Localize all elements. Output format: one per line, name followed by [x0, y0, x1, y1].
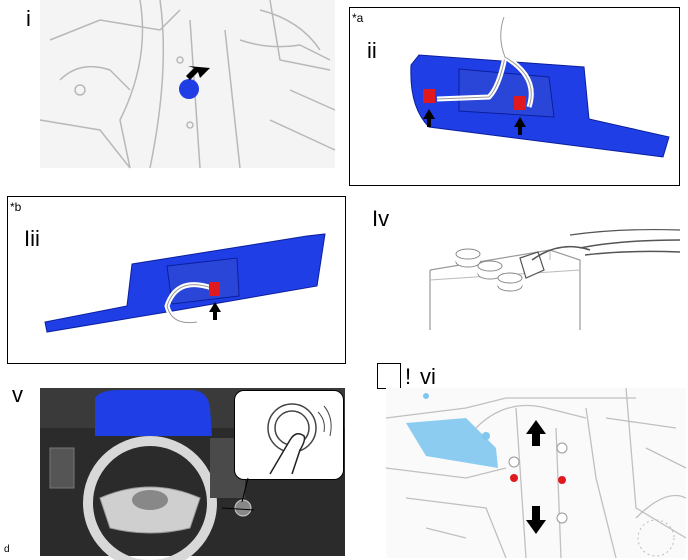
arrow-icon [514, 117, 526, 135]
panel-v-callout-illustration [221, 403, 332, 511]
panel-vi-trim-highlight [406, 418, 498, 468]
step-label-v: v [12, 382, 23, 407]
panel-vi-illustration [385, 387, 687, 559]
panel-iv-illustration [429, 228, 681, 330]
arrow-icon [186, 66, 210, 80]
panel-ii-illustration [410, 16, 670, 158]
empty-checkbox [377, 363, 401, 389]
step-label-iii: Iii [24, 226, 40, 251]
arrow-down-icon [526, 506, 546, 534]
panel-ii-frame [349, 7, 680, 186]
arrow-icon [209, 302, 221, 320]
panel-ii-clip-right [514, 96, 526, 110]
callout-leader-line [241, 477, 249, 503]
step-label-i: i [26, 6, 31, 31]
arrow-icon [423, 109, 435, 127]
footer-mark: d [4, 544, 10, 555]
callout-tag-a: *a [352, 11, 364, 25]
arrow-up-icon [526, 420, 546, 446]
callout-tag-b: *b [10, 200, 22, 214]
step-label-vi: vi [420, 364, 436, 389]
panel-i-illustration [39, 0, 336, 169]
exclaim-mark: ! [405, 364, 412, 389]
step-label-iv: Iv [372, 206, 390, 231]
panel-vi-clip [558, 476, 566, 484]
panel-ii-clip-left [423, 89, 435, 103]
step-label-ii: ii [367, 38, 377, 63]
panel-iii-clip [209, 282, 220, 296]
panel-vi-clip [510, 474, 518, 482]
panel-v-meter-hood [95, 390, 212, 436]
panel-iii-frame [7, 196, 346, 364]
panel-i-clip [179, 79, 199, 99]
panel-iii-illustration [44, 233, 326, 333]
